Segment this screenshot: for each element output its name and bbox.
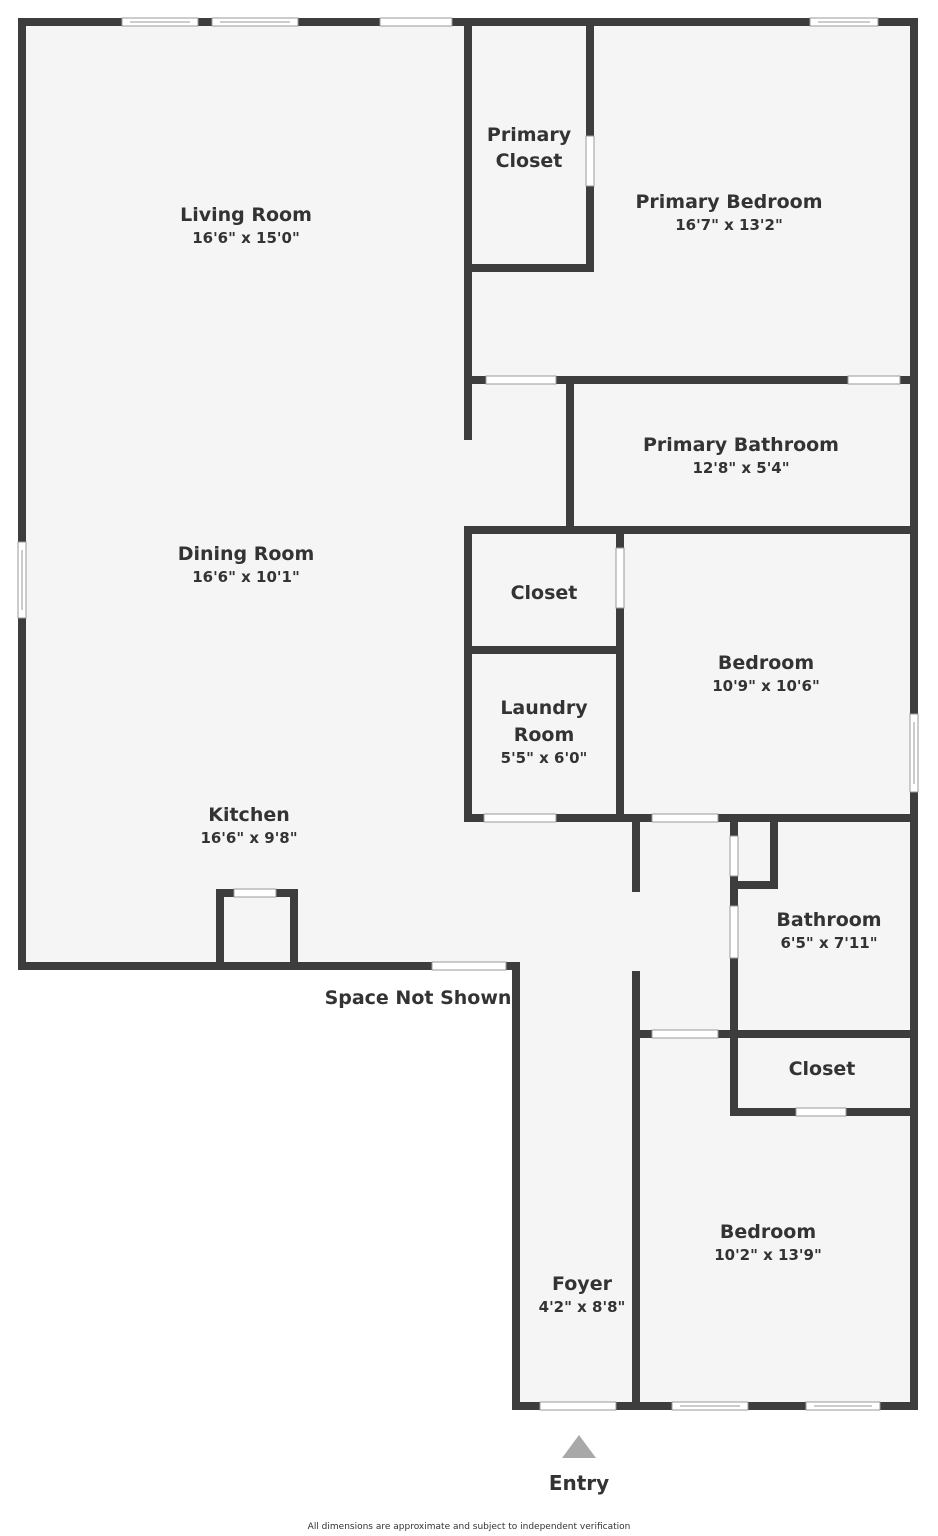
room-dimensions: 16'6" x 10'1" bbox=[192, 568, 300, 586]
room-dining-room: Dining Room 16'6" x 10'1" bbox=[178, 543, 315, 586]
room-dimensions: 10'2" x 13'9" bbox=[714, 1246, 822, 1264]
door-primary-closet bbox=[585, 135, 595, 187]
room-dimensions: 6'5" x 7'11" bbox=[780, 934, 877, 952]
room-bedroom-middle: Bedroom 10'9" x 10'6" bbox=[712, 652, 820, 695]
door-openings bbox=[233, 17, 901, 1411]
room-foyer: Foyer 4'2" x 8'8" bbox=[539, 1273, 626, 1316]
door-bathroom bbox=[729, 905, 739, 959]
door-bath-closet bbox=[729, 835, 739, 877]
room-dimensions: 16'6" x 9'8" bbox=[200, 829, 297, 847]
room-closet-lower: Closet bbox=[789, 1058, 856, 1080]
room-name: Bedroom bbox=[720, 1221, 816, 1243]
door-laundry bbox=[483, 813, 557, 823]
room-dimensions: 16'6" x 15'0" bbox=[192, 229, 300, 247]
room-name: Bedroom bbox=[718, 652, 814, 674]
room-name: Bathroom bbox=[776, 909, 881, 931]
room-name-line2: Closet bbox=[496, 150, 563, 172]
room-name: Kitchen bbox=[208, 804, 290, 826]
room-primary-bathroom: Primary Bathroom 12'8" x 5'4" bbox=[643, 434, 839, 477]
space-not-shown-label: Space Not Shown bbox=[325, 987, 512, 1009]
window-bedroom-lower-left bbox=[671, 1401, 749, 1411]
room-name: Dining Room bbox=[178, 543, 315, 565]
room-name: Closet bbox=[511, 582, 578, 604]
room-name-line1: Laundry bbox=[500, 697, 588, 719]
window-dining bbox=[17, 541, 27, 619]
room-name-line2: Room bbox=[514, 724, 575, 746]
room-living-room: Living Room 16'6" x 15'0" bbox=[180, 204, 312, 247]
room-name-line1: Primary bbox=[487, 124, 572, 146]
door-top-exterior bbox=[379, 17, 453, 27]
window-bedroom-middle bbox=[909, 713, 919, 793]
room-dimensions: 12'8" x 5'4" bbox=[692, 459, 789, 477]
room-kitchen: Kitchen 16'6" x 9'8" bbox=[200, 804, 297, 847]
window-living-right bbox=[211, 17, 299, 27]
door-entry bbox=[539, 1401, 617, 1411]
room-laundry-room: Laundry Room 5'5" x 6'0" bbox=[500, 697, 588, 767]
room-primary-bedroom: Primary Bedroom 16'7" x 13'2" bbox=[635, 191, 822, 234]
entry-label: Entry bbox=[549, 1471, 609, 1495]
door-bedroom-lower bbox=[651, 1029, 719, 1039]
room-name: Foyer bbox=[552, 1273, 613, 1295]
door-bedroom-middle bbox=[651, 813, 719, 823]
room-closet-upper: Closet bbox=[511, 582, 578, 604]
disclaimer-footnote: All dimensions are approximate and subje… bbox=[308, 1522, 631, 1532]
door-niche bbox=[233, 888, 277, 898]
door-kitchen-exterior bbox=[431, 961, 507, 971]
room-name: Living Room bbox=[180, 204, 312, 226]
window-primary-bedroom bbox=[809, 17, 879, 27]
room-labels: Living Room 16'6" x 15'0" Primary Closet… bbox=[178, 124, 882, 1316]
room-name: Primary Bathroom bbox=[643, 434, 839, 456]
door-primary-bathroom bbox=[847, 375, 901, 385]
room-primary-closet: Primary Closet bbox=[487, 124, 572, 172]
entry-marker: Entry bbox=[549, 1435, 609, 1495]
window-living-left bbox=[121, 17, 199, 27]
window-bedroom-lower-right bbox=[805, 1401, 881, 1411]
windows bbox=[17, 17, 919, 1411]
room-bedroom-lower: Bedroom 10'2" x 13'9" bbox=[714, 1221, 822, 1264]
triangle-up-icon bbox=[562, 1435, 596, 1458]
room-name: Primary Bedroom bbox=[635, 191, 822, 213]
door-primary-bedroom bbox=[485, 375, 557, 385]
room-dimensions: 16'7" x 13'2" bbox=[675, 216, 783, 234]
room-dimensions: 10'9" x 10'6" bbox=[712, 677, 820, 695]
room-bathroom: Bathroom 6'5" x 7'11" bbox=[776, 909, 881, 952]
room-dimensions: 5'5" x 6'0" bbox=[501, 749, 588, 767]
door-lower-closet bbox=[795, 1107, 847, 1117]
room-dimensions: 4'2" x 8'8" bbox=[539, 1298, 626, 1316]
door-closet-upper bbox=[615, 547, 625, 609]
room-name: Closet bbox=[789, 1058, 856, 1080]
